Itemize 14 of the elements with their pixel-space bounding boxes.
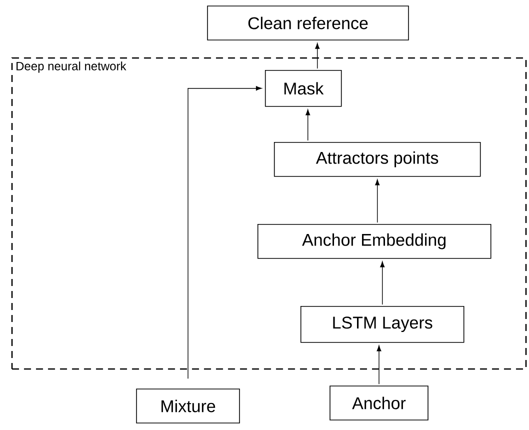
process-box: Anchor Embedding (257, 224, 492, 259)
arrow (188, 86, 262, 379)
arrow (380, 261, 385, 305)
process-box: Mask (264, 70, 342, 107)
process-box: Attractors points (274, 142, 481, 177)
arrow (306, 109, 310, 141)
arrow (315, 43, 320, 69)
output-box: Clean reference (207, 6, 409, 40)
arrow (376, 345, 382, 384)
input-box: Anchor (330, 386, 428, 420)
input-box: Mixture (136, 388, 240, 424)
process-box: LSTM Layers (300, 306, 464, 343)
arrow (375, 179, 380, 223)
group-label: Deep neural network (16, 62, 126, 73)
